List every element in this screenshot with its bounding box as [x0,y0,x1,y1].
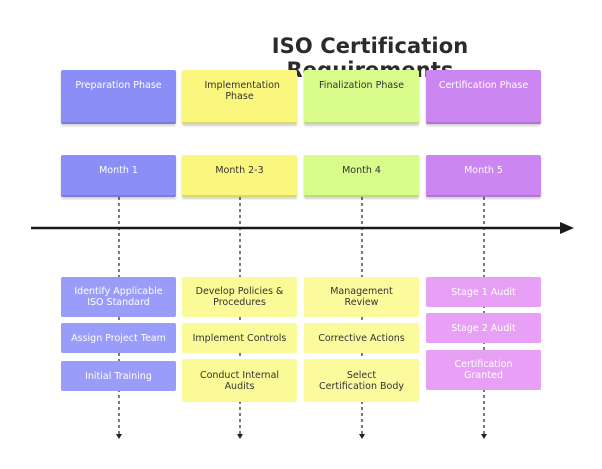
phase-card-preparation[interactable]: Preparation Phase [61,70,176,124]
timeline-arrowhead [560,222,574,234]
task-card-stage-1-audit[interactable]: Stage 1 Audit [426,277,541,307]
task-label: Certification Granted [454,359,513,381]
task-label: Develop Policies & Procedures [195,286,284,308]
phase-label: Preparation Phase [75,80,162,91]
task-card-develop-policies[interactable]: Develop Policies & Procedures [182,277,297,317]
task-card-assign-team[interactable]: Assign Project Team [61,323,176,353]
month-label: Month 1 [99,165,138,176]
phase-label: Certification Phase [438,80,529,91]
month-label: Month 5 [464,165,503,176]
task-label: Corrective Actions [318,332,405,344]
task-label: Conduct Internal Audits [199,369,280,392]
task-label: Management Review [330,286,393,308]
task-label: Assign Project Team [71,332,166,344]
phase-card-implementation[interactable]: Implementation Phase [182,70,297,124]
task-card-identify-standard[interactable]: Identify Applicable ISO Standard [61,277,176,317]
task-card-select-body[interactable]: Select Certification Body [304,359,419,402]
task-label: Stage 2 Audit [451,322,516,334]
task-card-implement-controls[interactable]: Implement Controls [182,323,297,353]
month-label: Month 2-3 [215,165,264,176]
task-card-management-review[interactable]: Management Review [304,277,419,317]
task-label: Stage 1 Audit [451,286,516,298]
guide-arrow-col-1 [116,434,122,439]
task-label: Identify Applicable ISO Standard [74,286,163,308]
month-card-5[interactable]: Month 5 [426,155,541,197]
phase-card-finalization[interactable]: Finalization Phase [304,70,419,124]
task-card-certification-granted[interactable]: Certification Granted [426,350,541,390]
guide-arrow-col-2 [237,434,243,439]
task-card-corrective-actions[interactable]: Corrective Actions [304,323,419,353]
task-card-initial-training[interactable]: Initial Training [61,361,176,391]
month-card-2-3[interactable]: Month 2-3 [182,155,297,197]
task-card-stage-2-audit[interactable]: Stage 2 Audit [426,313,541,343]
month-label: Month 4 [342,165,381,176]
task-card-internal-audits[interactable]: Conduct Internal Audits [182,359,297,402]
guide-arrow-col-3 [359,434,365,439]
month-card-1[interactable]: Month 1 [61,155,176,197]
phase-label: Implementation Phase [204,80,280,102]
task-label: Initial Training [85,370,152,382]
phase-label: Finalization Phase [319,80,404,91]
guide-arrow-col-4 [481,434,487,439]
phase-card-certification[interactable]: Certification Phase [426,70,541,124]
month-card-4[interactable]: Month 4 [304,155,419,197]
task-label: Select Certification Body [319,369,404,392]
task-label: Implement Controls [192,332,287,344]
